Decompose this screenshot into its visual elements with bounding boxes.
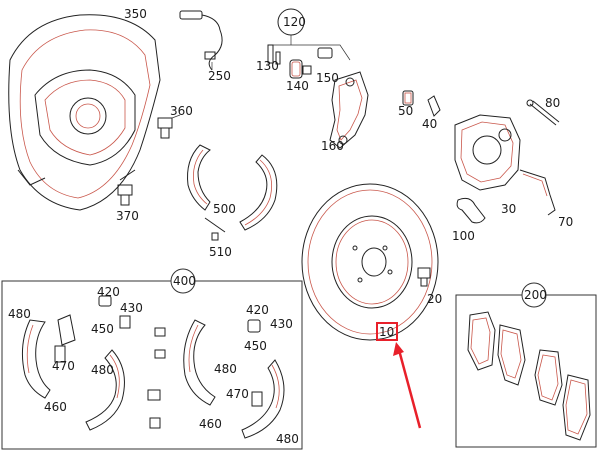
label-430a: 430 <box>120 301 143 315</box>
part-40 <box>427 95 441 117</box>
label-100: 100 <box>452 229 475 243</box>
label-460a: 460 <box>44 400 67 414</box>
label-450a: 450 <box>91 322 114 336</box>
kit-400-contents <box>21 295 285 439</box>
brake-disc-10 <box>301 183 439 341</box>
label-500: 500 <box>213 202 236 216</box>
badge-200 <box>521 282 547 308</box>
label-10: 10 <box>379 325 394 339</box>
parking-brake-shoes-500 <box>187 144 278 231</box>
label-470a: 470 <box>52 359 75 373</box>
label-420a: 420 <box>97 285 120 299</box>
label-370: 370 <box>116 209 139 223</box>
bushing-140 <box>289 59 312 79</box>
wear-sensor-250 <box>179 10 223 71</box>
bolt-370 <box>117 184 133 206</box>
label-480d: 480 <box>276 432 299 446</box>
label-470b: 470 <box>226 387 249 401</box>
badge-400 <box>170 268 196 294</box>
label-30: 30 <box>501 202 516 216</box>
label-430b: 430 <box>270 317 293 331</box>
label-400: 400 <box>173 274 196 288</box>
label-480c: 480 <box>214 362 237 376</box>
label-480b: 480 <box>91 363 114 377</box>
spring-clip-70 <box>519 169 556 216</box>
label-150: 150 <box>316 71 339 85</box>
label-50: 50 <box>398 104 413 118</box>
label-510: 510 <box>209 245 232 259</box>
label-80: 80 <box>545 96 560 110</box>
adjuster-510 <box>204 217 226 241</box>
label-160: 160 <box>321 139 344 153</box>
bolt-360 <box>157 114 181 139</box>
guide-pin-80 <box>526 99 560 126</box>
label-140: 140 <box>286 79 309 93</box>
bolt-kit-120 <box>267 8 351 65</box>
label-250: 250 <box>208 69 231 83</box>
label-20: 20 <box>427 292 442 306</box>
label-130: 130 <box>256 59 279 73</box>
kit-box-400 <box>1 280 303 450</box>
part-50 <box>402 90 414 106</box>
label-200: 200 <box>524 288 547 302</box>
backing-plate-350 <box>8 14 161 211</box>
label-360: 360 <box>170 104 193 118</box>
highlight-arrow <box>393 342 422 429</box>
label-420b: 420 <box>246 303 269 317</box>
label-40: 40 <box>422 117 437 131</box>
label-70: 70 <box>558 215 573 229</box>
tool-100 <box>456 197 486 224</box>
label-460b: 460 <box>199 417 222 431</box>
caliper-30 <box>454 114 521 191</box>
pad-box-200 <box>455 294 597 448</box>
caliper-bracket-160 <box>329 71 369 149</box>
label-450b: 450 <box>244 339 267 353</box>
label-350: 350 <box>124 7 147 21</box>
label-480a: 480 <box>8 307 31 321</box>
highlight-box-10 <box>376 322 398 341</box>
label-120: 120 <box>283 15 306 29</box>
bolt-20 <box>417 267 431 287</box>
brake-pads-200 <box>467 311 591 441</box>
